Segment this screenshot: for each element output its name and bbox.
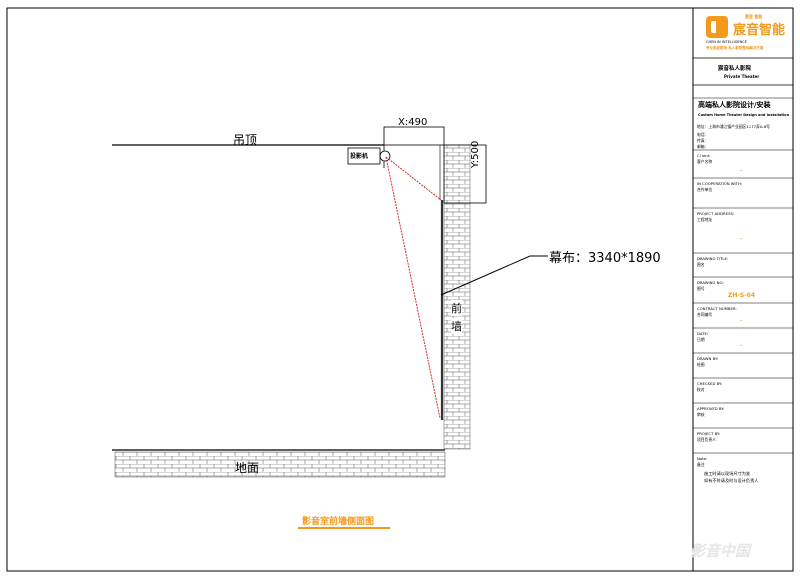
y-dimension-label: Y:500: [470, 140, 481, 168]
notes-label-cn: 备注: [697, 462, 705, 467]
drawing-no-label-en: DRAWING NO:: [697, 280, 724, 285]
y-dimension-box: [443, 144, 487, 204]
caption-underline: [298, 527, 390, 529]
drawing-no-label-cn: 图号: [697, 286, 705, 291]
title-heading-en: Custom Home Theater Design and Installat…: [698, 113, 790, 117]
logo-brand-en: CHEN IN INTELLIGENCE: [706, 40, 747, 44]
date-label-en: DATE:: [697, 331, 709, 336]
company-phone: 电话：: [697, 132, 709, 137]
checked-by-label-en: CHECKED BY:: [697, 381, 723, 386]
company-address: 地址：上海市浦江镇产业园区1177弄A-6号: [697, 124, 770, 129]
notes-line-2: 如有不符请及时与设计负责人: [704, 478, 759, 483]
notes-line-1: 施工时请以现场尺寸为准: [704, 471, 751, 476]
ceiling-label: 吊顶: [233, 133, 258, 147]
drawing-title-label-cn: 图名: [697, 262, 705, 267]
checked-by-label-cn: 校对: [697, 387, 705, 392]
projector-recess-box: [383, 126, 445, 146]
brand-logo: [706, 16, 728, 38]
screen-callout-label: 幕布：3340*1890: [549, 251, 661, 266]
watermark-text: 影音中国: [690, 542, 751, 560]
projector-label: 投影机: [350, 153, 369, 160]
logo-brand-name: 宸音智能: [733, 23, 786, 38]
title-block-frame: [692, 8, 793, 571]
drawing-no-value: ZH-S-04: [728, 292, 756, 299]
company-fax: 传真：: [697, 138, 709, 143]
x-dimension-label: X:490: [398, 117, 428, 128]
floor-label: 地面: [235, 461, 260, 475]
notes-label-en: Note:: [697, 456, 708, 461]
client-label-cn: 客户名称: [697, 159, 713, 164]
projection-ray-top: [385, 156, 442, 201]
date-label-cn: 日期: [697, 337, 705, 342]
screen-callout-leader: [440, 255, 548, 296]
drawing-title-label-en: DRAWING TITLE:: [697, 256, 729, 261]
company-name-cn: 宸音私人影院: [718, 66, 752, 72]
drawing-caption: 影音室前墙侧面图: [302, 517, 375, 527]
floor-brick-hatch: [114, 451, 446, 478]
title-heading-cn: 高端私人影院设计/安装: [698, 101, 771, 109]
cooperation-label-en: IN COOPERATION WITH:: [697, 181, 743, 186]
date-value: -: [740, 343, 743, 349]
logo-slogan: 专业家庭影院·私人影院整体解决方案: [706, 46, 764, 50]
front-wall-label-2: 墙: [451, 318, 462, 334]
approved-by-label-en: APPROVED BY:: [697, 406, 725, 411]
approved-by-label-cn: 审核: [697, 412, 705, 417]
client-value: -: [740, 168, 743, 174]
drawn-by-label-cn: 绘图: [697, 362, 705, 367]
project-manager-label-cn: 项目负责人: [697, 437, 716, 442]
front-wall-brick-hatch: [443, 144, 471, 450]
contract-label-en: CONTRACT NUMBER:: [697, 306, 737, 311]
project-label-cn: 工程地址: [697, 217, 713, 222]
contract-value: -: [740, 318, 743, 324]
project-label-en: PROJECT ADDRESS:: [697, 211, 735, 216]
company-email: 邮箱：: [697, 144, 709, 149]
section-drawing: [112, 126, 548, 478]
cooperation-label-cn: 合作单位: [697, 187, 713, 192]
project-value: -: [740, 236, 743, 242]
front-wall-label-1: 前: [451, 300, 462, 316]
contract-label-cn: 合同编号: [697, 312, 713, 317]
sheet-border: [6, 7, 794, 572]
project-manager-label-en: PROJECT BY:: [697, 431, 721, 436]
logo-brand-small: 宸音 智能: [745, 14, 763, 19]
company-name-en: Private Theater: [724, 74, 760, 79]
projection-ray-bottom: [385, 156, 441, 419]
drawn-by-label-en: DRAWN BY:: [697, 356, 719, 361]
projector-lens: [379, 150, 391, 162]
client-label-en: Cl ient:: [697, 153, 711, 158]
